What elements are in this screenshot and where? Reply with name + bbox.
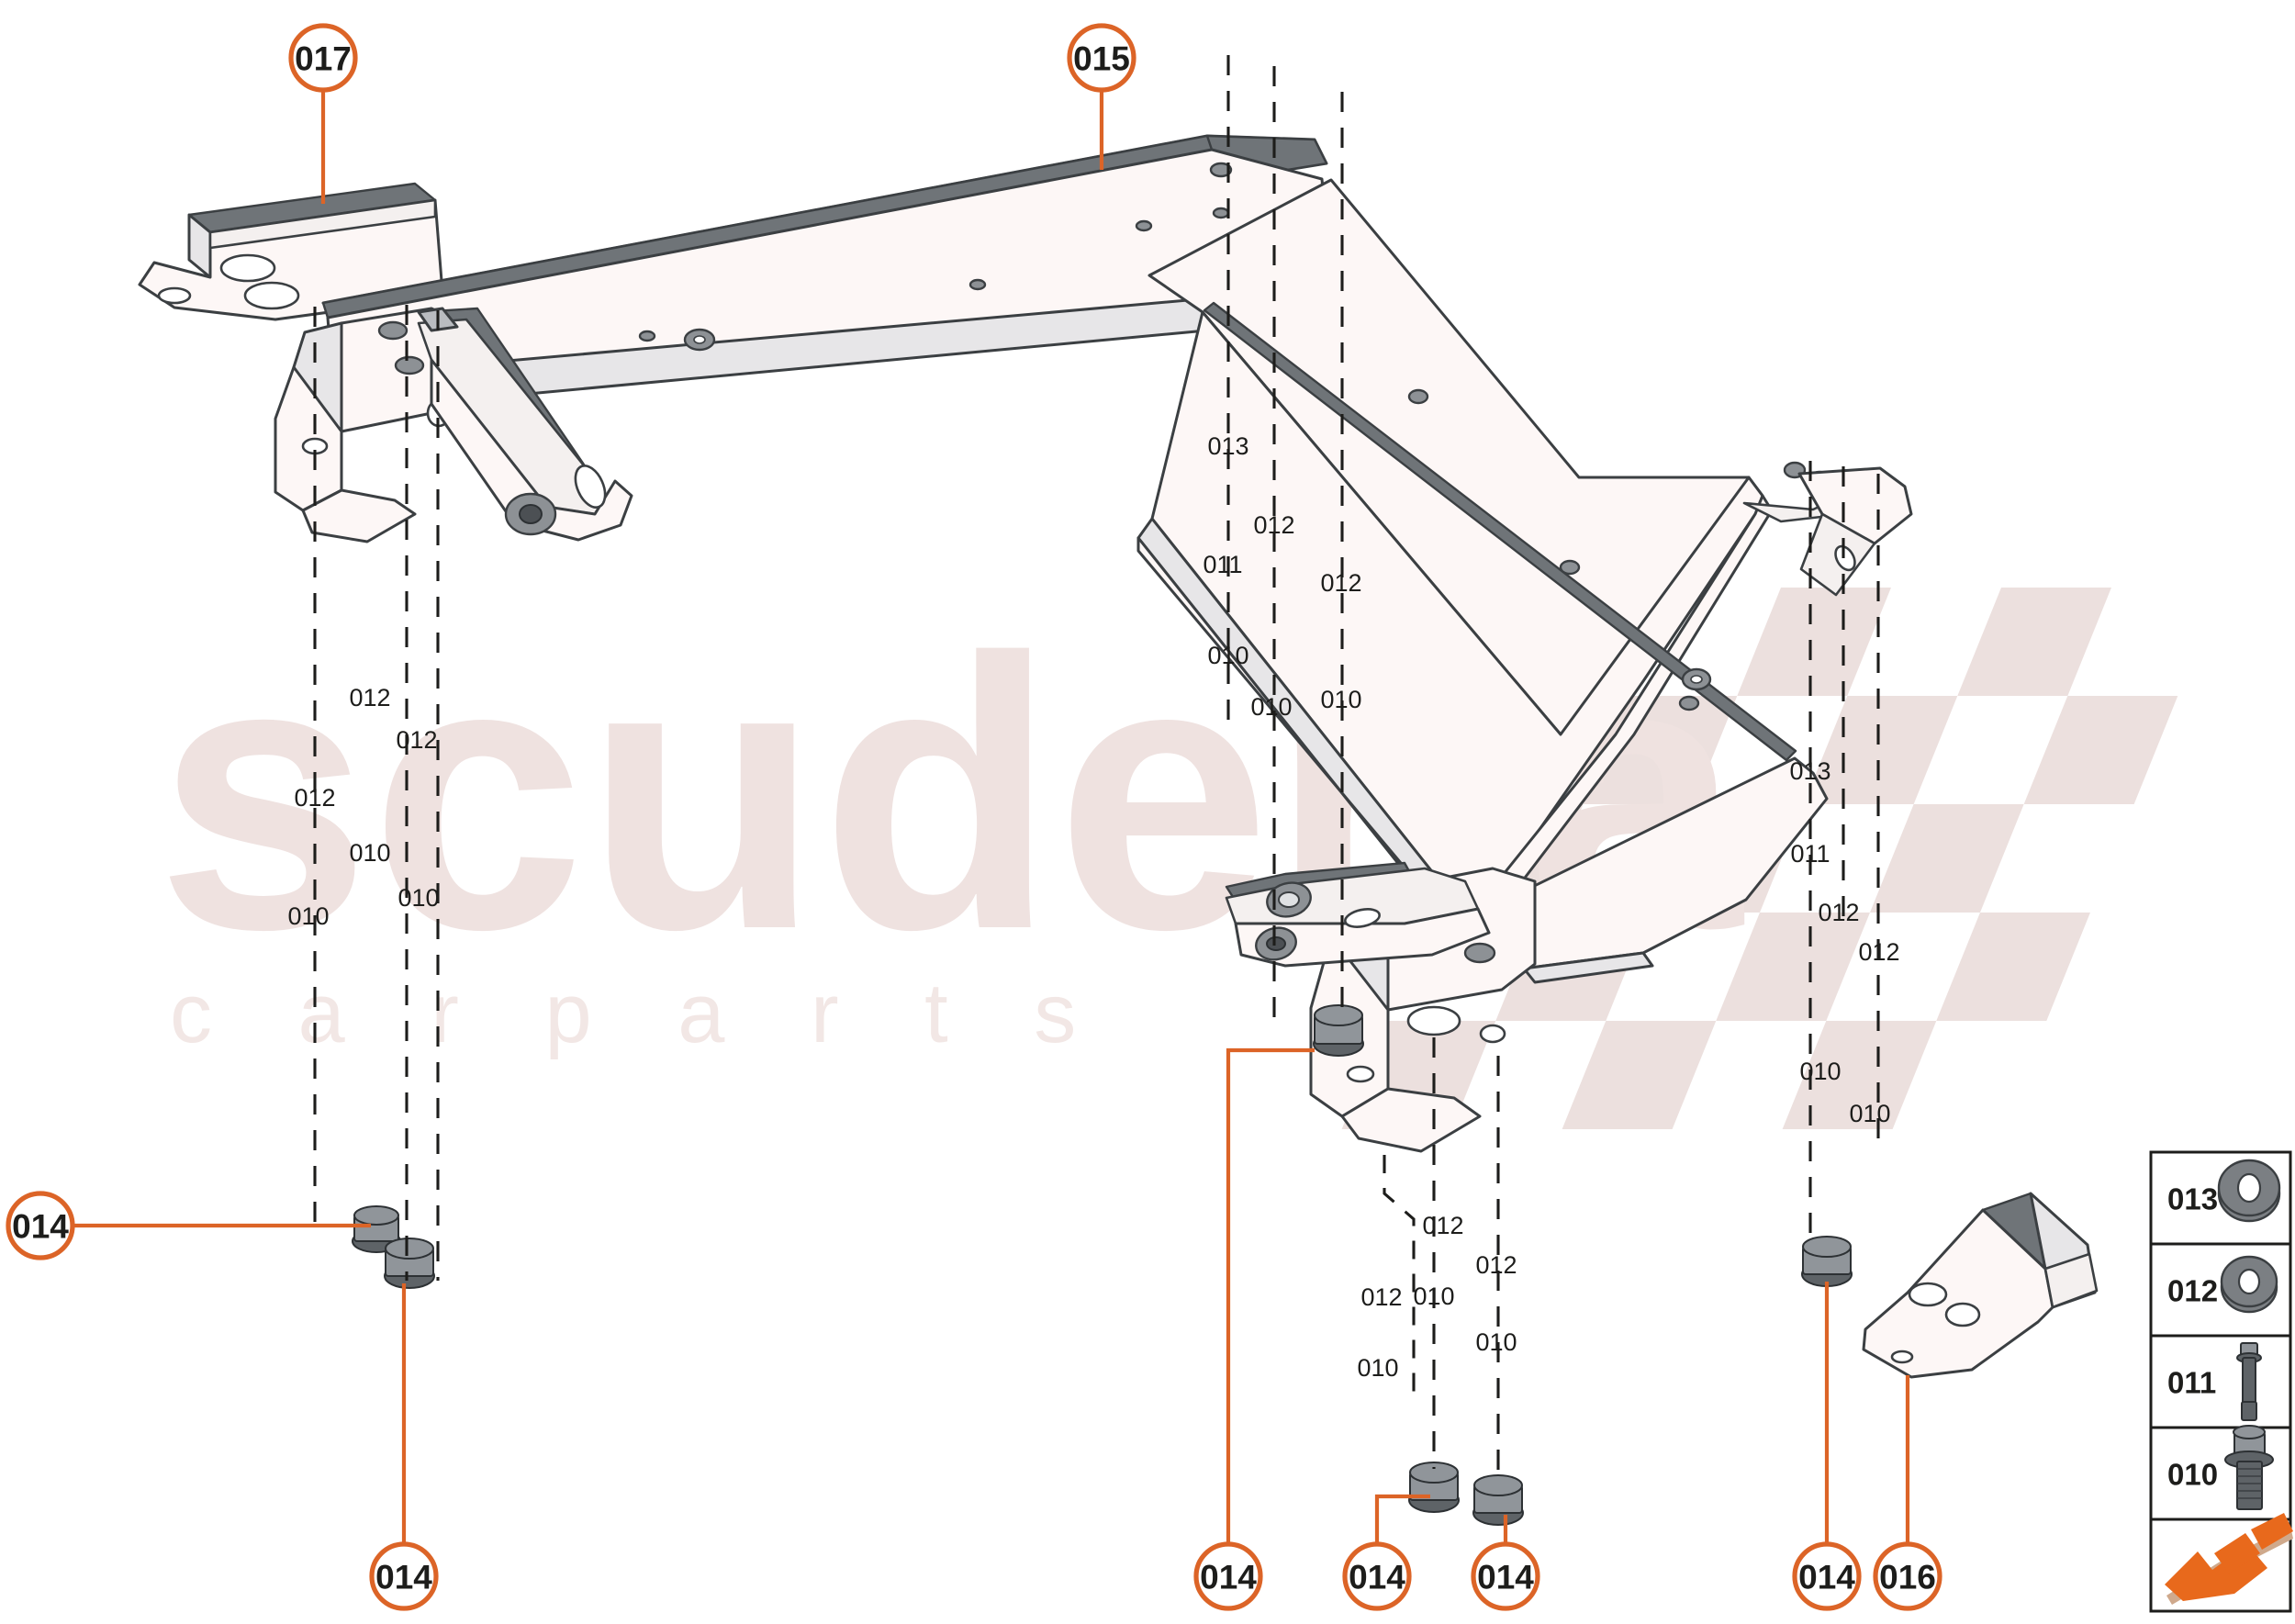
callout-label: 016: [1879, 1559, 1936, 1596]
callout-014[interactable]: 014: [6, 1191, 75, 1260]
flange-nut-right: [1801, 1236, 1853, 1287]
leader-014-mid: [1226, 1047, 1315, 1544]
part-015-crossmember: [274, 134, 1913, 1153]
diagonal-rail: [1136, 178, 1913, 984]
callout-015[interactable]: 015: [1067, 23, 1136, 93]
part-tag-010: 010: [1207, 642, 1248, 669]
part-tag-010: 010: [349, 839, 390, 867]
callout-ring: [6, 1191, 75, 1260]
part-tag-012: 012: [1818, 899, 1859, 926]
part-tag-012: 012: [1422, 1212, 1463, 1239]
part-tag-012: 012: [1475, 1251, 1517, 1279]
callout-014[interactable]: 014: [1193, 1541, 1263, 1611]
orange-arrow-icon: [2165, 1513, 2293, 1605]
axis-left-group: [313, 305, 440, 1281]
callout-014[interactable]: 014: [369, 1541, 439, 1611]
callout-ring: [1342, 1541, 1412, 1611]
long-bolt-icon: [2236, 1342, 2262, 1421]
part-tag-011: 011: [1790, 840, 1830, 868]
axis-right-group: [1808, 461, 1880, 1241]
axis-center-group: [1226, 55, 1344, 1024]
legend-label-010: 010: [2167, 1458, 2218, 1492]
watermark-tagline: c a r p a r t s: [170, 967, 1107, 1060]
leader-014-m2: [1374, 1494, 1430, 1544]
callout-label: 014: [375, 1559, 432, 1596]
callout-014[interactable]: 014: [1792, 1541, 1862, 1611]
flange-nut-mid: [1313, 1004, 1364, 1057]
callout-ring: [369, 1541, 439, 1611]
callout-label: 014: [12, 1208, 69, 1246]
part-017-bracket-plate: [138, 182, 459, 321]
legend-label-013: 013: [2167, 1182, 2218, 1216]
flange-nut-014: [1472, 1474, 1524, 1526]
flange-nut-group-left: [352, 1205, 435, 1289]
callout-label: 017: [295, 40, 352, 78]
left-suspension-arm: [417, 307, 633, 542]
part-tag-012: 012: [349, 684, 390, 711]
callout-ring: [1471, 1541, 1540, 1611]
flange-bolt-icon: [2224, 1425, 2274, 1510]
flange-nut-group-bottom: [1408, 1462, 1524, 1526]
part-tag-010: 010: [1357, 1354, 1398, 1382]
part-tag-010: 010: [1250, 693, 1292, 721]
flange-nut-014: [1408, 1462, 1460, 1513]
part-tag-012: 012: [396, 726, 437, 754]
right-suspension-arm: [1225, 861, 1491, 968]
part-tag-011: 011: [1203, 551, 1242, 578]
part-tag-012: 012: [294, 784, 335, 812]
legend-label-011: 011: [2167, 1366, 2216, 1400]
axis-bracket2-group: [1383, 1037, 1500, 1482]
flange-nut-014: [384, 1238, 435, 1289]
callout-label: 014: [1798, 1559, 1855, 1596]
callout-014[interactable]: 014: [1342, 1541, 1412, 1611]
part-tag-010: 010: [1475, 1328, 1517, 1356]
callout-label: 014: [1200, 1559, 1257, 1596]
part-tag-010: 010: [1849, 1100, 1890, 1127]
callout-014[interactable]: 014: [1471, 1541, 1540, 1611]
leader-lines: [73, 90, 1910, 1544]
washer-large-icon: [2217, 1159, 2281, 1223]
callout-ring: [1873, 1541, 1942, 1611]
part-tag-012: 012: [1320, 569, 1361, 597]
callout-label: 015: [1073, 40, 1130, 78]
part-tag-012: 012: [1858, 938, 1899, 966]
callout-ring: [1792, 1541, 1862, 1611]
callout-ring: [1067, 23, 1136, 93]
part-tag-010: 010: [397, 884, 439, 912]
part-tag-013: 013: [1207, 432, 1248, 460]
callout-bubbles: 017 015 014 014 014 014 014 014 016: [6, 23, 1942, 1611]
callout-016[interactable]: 016: [1873, 1541, 1942, 1611]
part-016-angle-bracket: [1862, 1192, 2099, 1379]
part-tag-012: 012: [1253, 511, 1294, 539]
part-tag-010: 010: [287, 902, 329, 930]
part-tag-012: 012: [1360, 1283, 1402, 1311]
callout-label: 014: [1477, 1559, 1534, 1596]
legend-label-012: 012: [2167, 1274, 2218, 1308]
callout-ring: [1193, 1541, 1263, 1611]
part-tag-010: 010: [1320, 686, 1361, 713]
callout-017[interactable]: 017: [288, 23, 358, 93]
part-tag-010: 010: [1799, 1058, 1841, 1085]
rail-grommet: [683, 328, 716, 352]
washer-small-icon: [2220, 1255, 2278, 1314]
callout-label: 014: [1349, 1559, 1405, 1596]
legend-row-010[interactable]: [2149, 1426, 2292, 1521]
callout-ring: [288, 23, 358, 93]
part-tag-013: 013: [1789, 757, 1830, 785]
part-tag-010: 010: [1413, 1282, 1454, 1310]
